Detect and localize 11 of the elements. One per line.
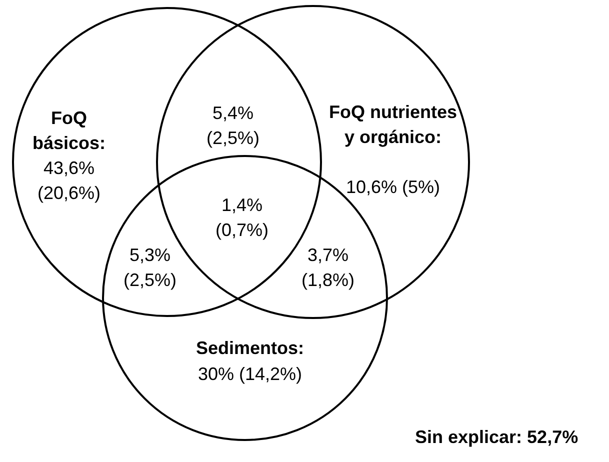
percentage-value: 10,6% (5%): [344, 176, 442, 199]
overlap-value: 5,4% (2,5%): [205, 102, 260, 150]
percentage-value: 30% (14,2%): [196, 363, 304, 386]
overlap-value: 1,4% (0,7%): [214, 194, 270, 242]
set-title: Sedimentos:: [194, 337, 306, 360]
note-text: Sin explicar: 52,7%: [415, 426, 580, 449]
overlap-value: 3,7% (1,8%): [300, 244, 356, 292]
set-title: FoQ nutrientes y orgánico:: [328, 101, 458, 149]
percentage-value: 43,6% (20,6%): [36, 157, 102, 205]
overlap-value: 5,3% (2,5%): [122, 244, 178, 292]
set-title: FoQ básicos:: [31, 107, 107, 155]
